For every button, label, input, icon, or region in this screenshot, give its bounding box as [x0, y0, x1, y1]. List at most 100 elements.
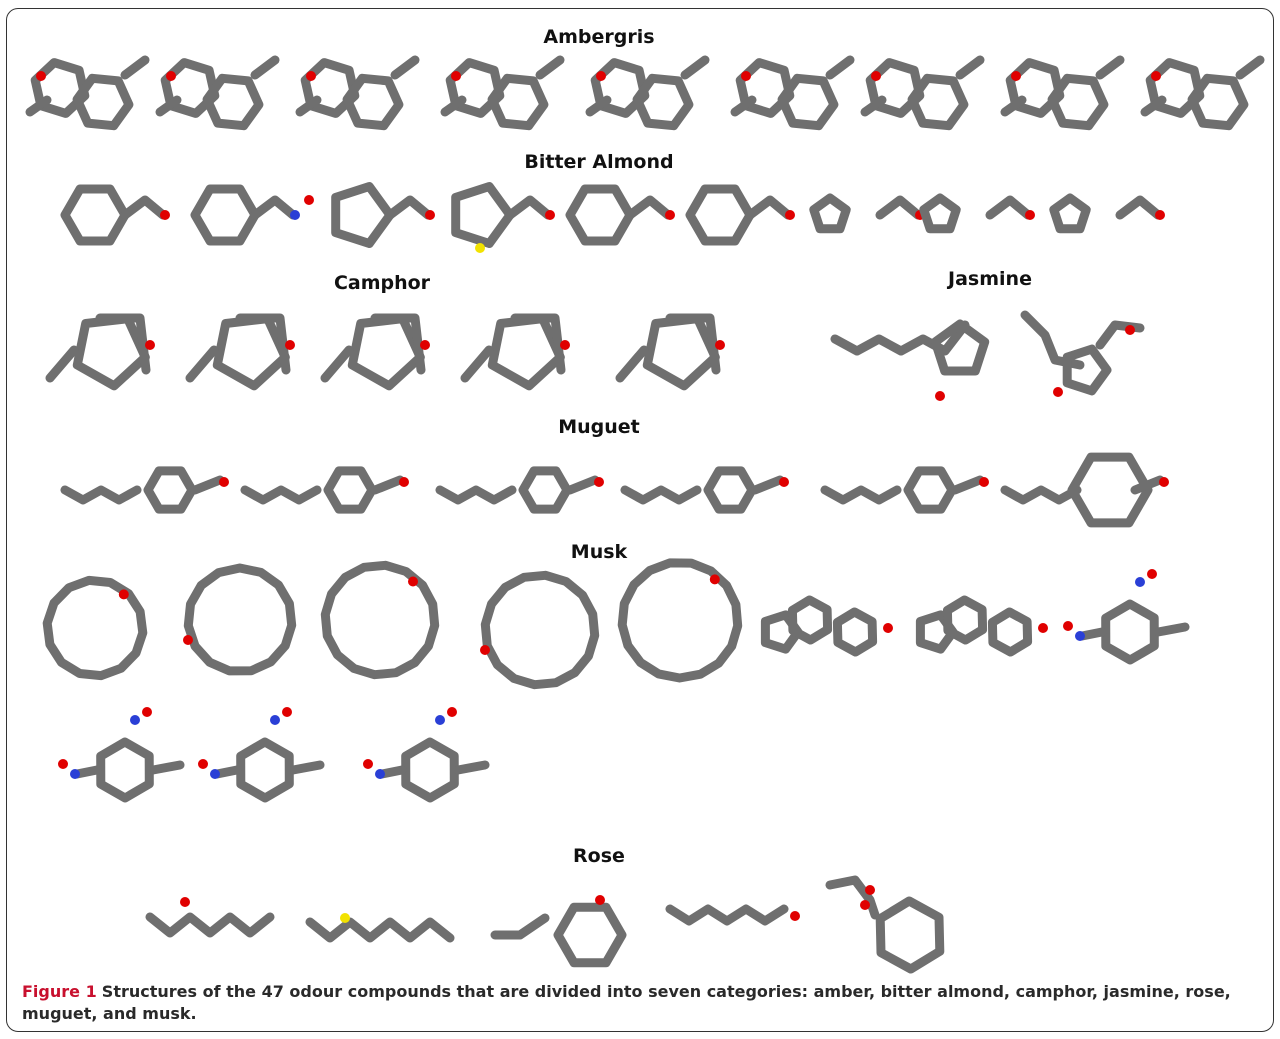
- molecule-musk-10-nitrogen-2: [270, 715, 280, 725]
- molecule-ambergris-9-ring-b: [1187, 73, 1249, 131]
- molecule-bitter-almond-8-ring: [919, 193, 961, 234]
- molecule-bitter-almond-4-heteroatom: [545, 210, 555, 220]
- molecule-camphor-3-cage: [347, 314, 425, 391]
- molecule-muguet-1-oxygen: [219, 477, 229, 487]
- molecule-ambergris-7-ring-b: [907, 73, 969, 131]
- molecule-bitter-almond-6-side-chain: [745, 195, 793, 220]
- molecule-bitter-almond-6-heteroatom: [785, 210, 795, 220]
- molecule-musk-2-macrocycle: [183, 563, 297, 676]
- molecule-bitter-almond-4-ring: [451, 182, 515, 248]
- molecule-musk-9-nitro-oxygen: [58, 759, 68, 769]
- molecule-musk-8-nitro-oxygen: [1063, 621, 1073, 631]
- molecule-ambergris-9-branch-2: [1235, 55, 1265, 80]
- molecule-camphor-5-methyl: [615, 345, 649, 383]
- molecule-muguet-5-tail: [950, 475, 985, 495]
- molecule-bitter-almond-9-heteroatom: [1155, 210, 1165, 220]
- molecule-muguet-6-ring: [1067, 452, 1153, 528]
- molecule-rose-5-ring: [875, 896, 945, 974]
- caption-text: Structures of the 47 odour compounds tha…: [22, 982, 1231, 1023]
- molecule-musk-6-ring-c: [832, 607, 878, 657]
- molecule-ambergris-1-ring-a: [30, 58, 90, 118]
- molecule-bitter-almond-2-heteroatom: [290, 210, 300, 220]
- molecule-ambergris-8-ring-a: [1005, 58, 1065, 118]
- molecule-musk-4-macrocycle: [480, 570, 600, 690]
- molecule-rose-1-chain: [145, 912, 275, 938]
- molecule-ambergris-1-oxygen: [36, 71, 46, 81]
- molecule-rose-3-ring: [553, 902, 627, 968]
- molecule-ambergris-3-oxygen: [306, 71, 316, 81]
- molecule-muguet-1-tail: [190, 475, 225, 495]
- molecule-musk-8-tbutyl: [1153, 622, 1190, 637]
- molecule-musk-1-oxygen: [118, 589, 129, 600]
- molecule-bitter-almond-9-ring: [1049, 193, 1091, 234]
- molecule-musk-9-nitrogen: [70, 769, 80, 779]
- molecule-musk-5-macrocycle: [617, 558, 743, 683]
- molecule-camphor-3-bridge: [370, 313, 426, 375]
- molecule-ambergris-6-branch: [730, 95, 757, 117]
- molecule-bitter-almond-5-side-chain: [625, 195, 673, 220]
- molecule-musk-8-nitrogen: [1075, 631, 1085, 641]
- molecule-rose-1-oxygen: [180, 897, 190, 907]
- molecule-rose-3-chain: [490, 913, 550, 940]
- molecule-ambergris-6-ring-b: [777, 73, 839, 131]
- molecule-musk-4-oxygen: [480, 645, 490, 655]
- molecule-musk-6-ring-b: [787, 595, 833, 645]
- molecule-muguet-5-oxygen: [979, 477, 989, 487]
- molecule-musk-8-nitro-bond: [1077, 627, 1107, 641]
- molecule-ambergris-7-branch: [860, 95, 887, 117]
- figure-frame: [6, 8, 1274, 1032]
- molecule-muguet-6-chain: [1000, 485, 1082, 505]
- molecule-bitter-almond-1-heteroatom: [160, 210, 170, 220]
- molecule-muguet-4-oxygen: [779, 477, 789, 487]
- molecule-bitter-almond-1-side-chain: [120, 195, 168, 220]
- molecule-musk-10-tbutyl: [288, 760, 325, 775]
- molecule-ambergris-4-ring-a: [445, 58, 505, 118]
- molecule-muguet-6-oxygen: [1159, 477, 1169, 487]
- molecule-camphor-1-bridge: [95, 313, 151, 375]
- molecule-musk-11-nitro-bond: [377, 765, 407, 779]
- molecule-musk-10-nitro-oxygen: [198, 759, 208, 769]
- molecule-ambergris-8-oxygen: [1011, 71, 1021, 81]
- molecule-muguet-2-tail: [370, 475, 405, 495]
- molecule-ambergris-2-oxygen: [166, 71, 176, 81]
- molecule-rose-4-oxygen: [790, 911, 800, 921]
- category-title-musk: Musk: [570, 541, 628, 563]
- molecule-camphor-2-bridge: [235, 313, 291, 375]
- molecule-muguet-1-chain: [60, 485, 142, 505]
- category-title-bitter-almond: Bitter Almond: [524, 151, 674, 173]
- molecule-camphor-5-cage: [642, 314, 720, 391]
- molecule-jasmine-2-ring: [1062, 344, 1112, 396]
- category-title-camphor: Camphor: [333, 272, 431, 294]
- molecule-musk-10-nitro-bond: [212, 765, 242, 779]
- molecule-bitter-almond-3-heteroatom: [425, 210, 435, 220]
- molecule-ambergris-4-branch: [440, 95, 467, 117]
- molecule-camphor-4-cage: [487, 314, 565, 391]
- molecule-ambergris-7-branch-2: [955, 55, 985, 80]
- molecule-rose-5-ester: [825, 875, 880, 920]
- molecule-bitter-almond-7-ring: [809, 193, 851, 234]
- category-title-muguet: Muguet: [558, 416, 640, 438]
- molecule-bitter-almond-4-side-chain: [505, 195, 553, 220]
- molecule-bitter-almond-2-side-chain: [250, 195, 298, 220]
- molecule-musk-9-ring: [96, 737, 154, 803]
- molecule-musk-9-nitro-bond: [72, 765, 102, 779]
- molecule-musk-11-ring: [401, 737, 459, 803]
- molecule-musk-8-nitrogen-2: [1135, 577, 1145, 587]
- molecule-musk-3-oxygen: [408, 576, 418, 587]
- figure-caption: Figure 1 Structures of the 47 odour comp…: [22, 982, 1231, 1023]
- molecule-camphor-2-cage: [212, 314, 290, 391]
- category-title-rose: Rose: [573, 845, 625, 867]
- molecule-musk-8-ring: [1101, 599, 1159, 665]
- molecule-muguet-4-ring: [703, 466, 757, 514]
- molecule-rose-2-sulfur: [340, 913, 350, 923]
- molecule-bitter-almond-2-oxygen-2: [304, 195, 314, 205]
- molecule-muguet-3-oxygen: [594, 477, 604, 487]
- molecule-muguet-3-chain: [435, 485, 517, 505]
- molecule-bitter-almond-1-ring: [60, 184, 130, 246]
- caption-label: Figure 1: [22, 982, 97, 1001]
- molecule-ambergris-5-branch: [585, 95, 612, 117]
- molecule-rose-2-chain: [305, 917, 455, 943]
- molecule-bitter-almond-9-side-chain: [1115, 195, 1163, 220]
- molecule-ambergris-2-branch-2: [250, 55, 280, 80]
- molecule-rose-4-chain: [665, 904, 789, 926]
